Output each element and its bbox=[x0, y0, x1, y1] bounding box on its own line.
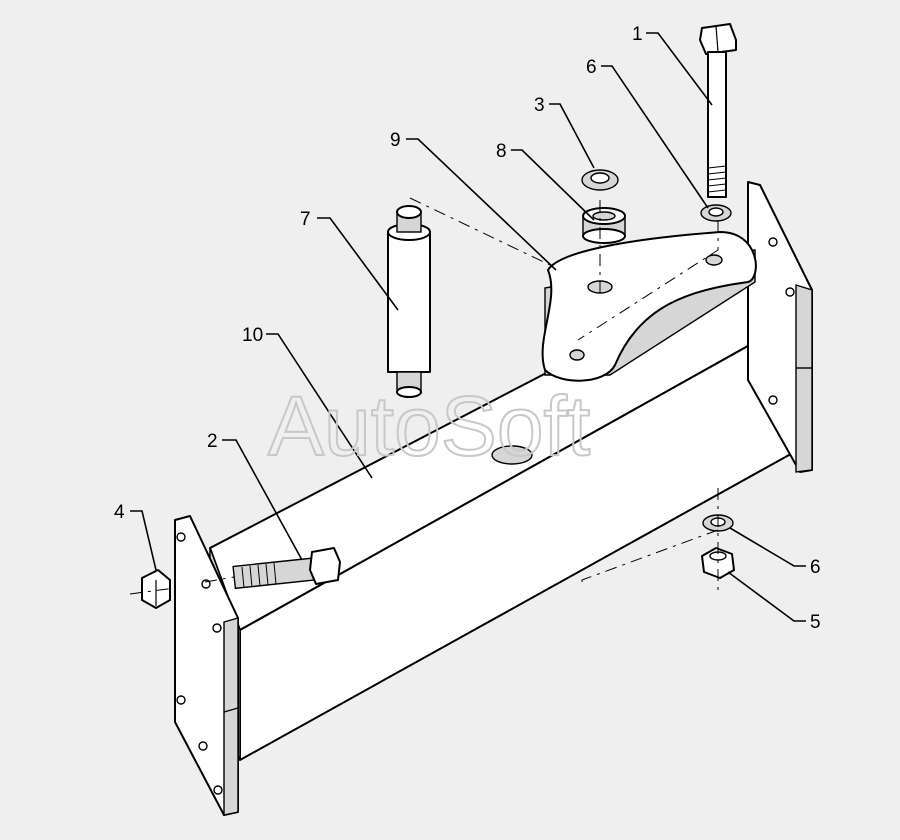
callout-8: 8 bbox=[496, 141, 507, 162]
callout-7: 7 bbox=[300, 209, 311, 230]
left-end-plate bbox=[174, 515, 239, 816]
callout-1: 1 bbox=[632, 24, 643, 45]
callout-6: 6 bbox=[586, 57, 597, 78]
right-end-plate bbox=[747, 181, 813, 473]
leader-lines bbox=[130, 32, 806, 622]
watermark: AutoSoft bbox=[268, 379, 590, 473]
nut-icon bbox=[141, 569, 171, 609]
bolt-short-icon bbox=[232, 547, 341, 590]
bushing-icon bbox=[582, 207, 626, 244]
washer-icon bbox=[581, 169, 619, 191]
callout-4: 4 bbox=[114, 502, 125, 523]
callout-2: 2 bbox=[207, 431, 218, 452]
pin-icon bbox=[387, 205, 431, 398]
assembly-axis-lines bbox=[129, 197, 719, 595]
beam-icon bbox=[209, 267, 799, 761]
bolt-long-icon bbox=[699, 23, 737, 198]
callout-3: 3 bbox=[534, 95, 545, 116]
callout-9: 9 bbox=[390, 130, 401, 151]
washer-icon bbox=[700, 204, 732, 222]
callout-5: 5 bbox=[810, 612, 821, 633]
callout-10: 10 bbox=[242, 325, 263, 346]
bracket-plate-icon bbox=[541, 231, 757, 382]
callout-6: 6 bbox=[810, 557, 821, 578]
callout-labels: 1 2 3 4 5 6 6 7 8 9 10 bbox=[114, 24, 821, 633]
